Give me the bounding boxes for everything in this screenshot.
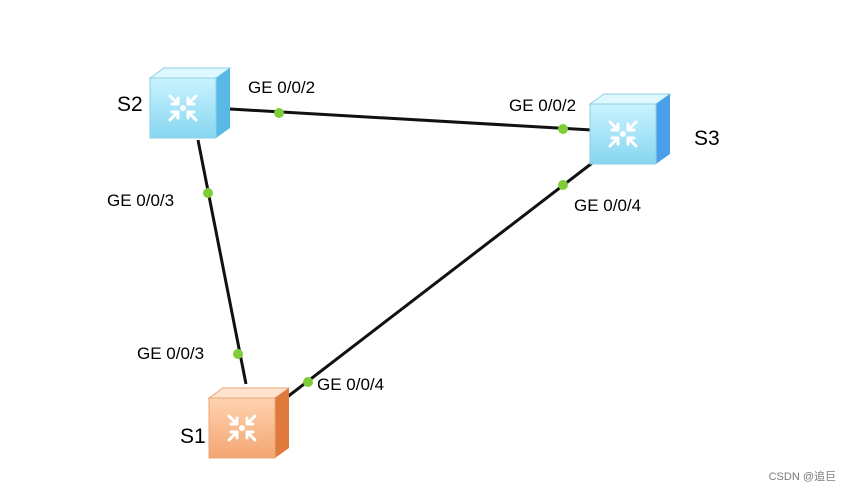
port-dot-s2-ge002 bbox=[274, 108, 284, 118]
link-s2-s1 bbox=[196, 139, 248, 385]
port-label-s3-ge004: GE 0/0/4 bbox=[574, 196, 641, 215]
switch-s2-icon[interactable] bbox=[148, 67, 232, 139]
port-label-s1-ge004: GE 0/0/4 bbox=[317, 375, 384, 394]
switch-s3-icon[interactable] bbox=[588, 93, 672, 165]
link-s2-s3 bbox=[229, 107, 593, 132]
port-dot-s3-ge004 bbox=[558, 180, 568, 190]
switch-s1-icon[interactable] bbox=[207, 387, 291, 459]
link-s3-s1 bbox=[281, 155, 601, 403]
port-label-s1-ge003: GE 0/0/3 bbox=[137, 344, 204, 363]
device-label-s3: S3 bbox=[694, 127, 720, 150]
watermark-text: CSDN @追巨 bbox=[769, 469, 836, 483]
device-label-s1: S1 bbox=[180, 425, 206, 448]
port-label-s2-ge002: GE 0/0/2 bbox=[248, 78, 315, 97]
device-label-s2: S2 bbox=[117, 93, 143, 116]
port-dot-s1-ge003 bbox=[233, 349, 243, 359]
port-label-s3-ge002: GE 0/0/2 bbox=[509, 96, 576, 115]
port-dot-s2-ge003 bbox=[203, 188, 213, 198]
port-dot-s1-ge004 bbox=[303, 377, 313, 387]
port-label-s2-ge003: GE 0/0/3 bbox=[107, 191, 174, 210]
port-dot-s3-ge002 bbox=[558, 124, 568, 134]
